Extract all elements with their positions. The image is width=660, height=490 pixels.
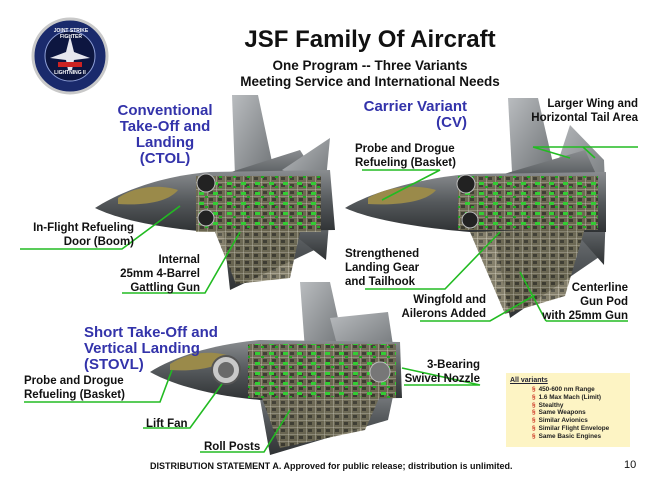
callout-line: Probe and Drogue	[24, 375, 124, 387]
stovl-aircraft	[150, 282, 402, 455]
callout-line: Swivel Nozzle	[404, 373, 480, 385]
callout-centerline-pod: Centerline Gun Pod with 25mm Gun	[532, 281, 628, 323]
callout-probe-cv: Probe and Drogue Refueling (Basket)	[355, 142, 465, 170]
callout-line: Strengthened	[345, 248, 420, 260]
list-item-text: 1.6 Max Mach (Limit)	[538, 393, 602, 401]
all-variants-heading: All variants	[510, 377, 548, 384]
stovl-label: Short Take-Off and Vertical Landing (STO…	[84, 325, 234, 373]
leader-probe-stovl	[24, 369, 173, 403]
leader-wingfold	[420, 294, 536, 322]
callout-line: Centerline	[571, 282, 628, 294]
all-variants-box: All variants §450-600 nm Range §1.6 Max …	[506, 373, 630, 447]
callout-line: Larger Wing and	[547, 98, 638, 110]
ctol-label-line: Conventional	[117, 102, 213, 119]
logo-top-text: JOINT STRIKE FIGHTER	[53, 28, 89, 40]
callout-roll-posts: Roll Posts	[204, 441, 261, 453]
list-item-text: Same Basic Engines	[538, 432, 602, 440]
leader-swivel-nozzle	[401, 367, 481, 386]
list-item: §Similar Avionics	[532, 417, 588, 425]
list-item-text: Stealthy	[538, 401, 564, 409]
leader-inflight-refueling	[20, 205, 181, 250]
ctol-aircraft	[95, 95, 335, 290]
ctol-label-line: (CTOL)	[139, 150, 191, 167]
callout-internal-gun: Internal 25mm 4-Barrel Gattling Gun	[90, 253, 200, 295]
leader-internal-gun	[122, 231, 241, 294]
callout-larger-wing: Larger Wing and Horizontal Tail Area	[520, 97, 638, 125]
stovl-label-line: (STOVL)	[84, 356, 144, 373]
callout-line: Door (Boom)	[63, 236, 134, 248]
callout-line: with 25mm Gun	[542, 310, 628, 322]
callout-line: Gun Pod	[580, 296, 628, 308]
leader-strengthened-gear	[365, 231, 501, 290]
callout-line: Refueling (Basket)	[355, 157, 456, 169]
ctol-label-line: Take-Off and	[119, 118, 211, 135]
callout-line: Probe and Drogue	[355, 143, 455, 155]
callout-line: In-Flight Refueling	[33, 222, 134, 234]
jsf-logo	[31, 17, 109, 95]
list-item-text: Similar Avionics	[538, 417, 588, 425]
callout-line: Landing Gear	[345, 262, 420, 274]
callout-line: 3-Bearing	[426, 359, 480, 371]
page-title: JSF Family Of Aircraft	[244, 26, 496, 53]
stovl-label-line: Vertical Landing	[84, 340, 200, 357]
callout-line: and Tailhook	[345, 276, 416, 288]
callout-line: Gattling Gun	[130, 282, 200, 294]
cv-aircraft	[345, 98, 606, 318]
logo-inner-text: LIGHTNING II	[54, 70, 86, 76]
callout-line: 25mm 4-Barrel	[120, 268, 200, 280]
callout-strengthened-gear: Strengthened Landing Gear and Tailhook	[345, 247, 445, 289]
leader-larger-wing	[532, 146, 638, 159]
ctol-label-line: Landing	[135, 134, 195, 151]
list-item: §Similar Flight Envelope	[532, 424, 610, 432]
callout-swivel-nozzle: 3-Bearing Swivel Nozzle	[400, 358, 480, 386]
list-item: §Stealthy	[532, 401, 564, 409]
leader-probe-cv	[362, 169, 441, 201]
list-item-text: 450-600 nm Range	[538, 386, 595, 393]
list-item-text: Similar Flight Envelope	[538, 424, 610, 432]
cv-label-line: (CV)	[436, 114, 467, 131]
list-item: §1.6 Max Mach (Limit)	[532, 393, 602, 401]
distribution-statement: DISTRIBUTION STATEMENT A. Approved for p…	[150, 461, 513, 471]
callout-line: Refueling (Basket)	[24, 389, 125, 401]
cv-label: Carrier Variant (CV)	[355, 99, 467, 131]
leader-lift-fan	[143, 383, 223, 429]
list-item: §Same Weapons	[532, 409, 586, 417]
callout-probe-stovl: Probe and Drogue Refueling (Basket)	[24, 374, 144, 402]
leader-centerline-pod	[519, 271, 628, 322]
list-item: §450-600 nm Range	[532, 386, 595, 393]
list-item: §Same Basic Engines	[532, 432, 602, 440]
callout-wingfold: Wingfold and Ailerons Added	[396, 293, 486, 321]
callout-inflight-refueling: In-Flight Refueling Door (Boom)	[20, 221, 134, 249]
leader-roll-posts	[200, 409, 291, 453]
subtitle-line-1: One Program -- Three Variants	[272, 58, 468, 73]
page-number: 10	[624, 459, 637, 471]
callout-line: Internal	[158, 254, 200, 266]
cv-label-line: Carrier Variant	[363, 98, 467, 115]
list-item-text: Same Weapons	[538, 409, 586, 417]
ctol-label: Conventional Take-Off and Landing (CTOL)	[100, 103, 230, 167]
callout-line: Wingfold and	[413, 294, 486, 306]
page-subtitle: One Program -- Three Variants Meeting Se…	[160, 58, 580, 90]
callout-line: Horizontal Tail Area	[531, 112, 638, 124]
subtitle-line-2: Meeting Service and International Needs	[240, 74, 500, 89]
all-variants-list: §450-600 nm Range §1.6 Max Mach (Limit) …	[532, 386, 609, 441]
stovl-label-line: Short Take-Off and	[84, 324, 218, 341]
callout-line: Ailerons Added	[401, 308, 486, 320]
callout-lift-fan: Lift Fan	[146, 418, 188, 430]
leader-lines	[20, 146, 638, 453]
